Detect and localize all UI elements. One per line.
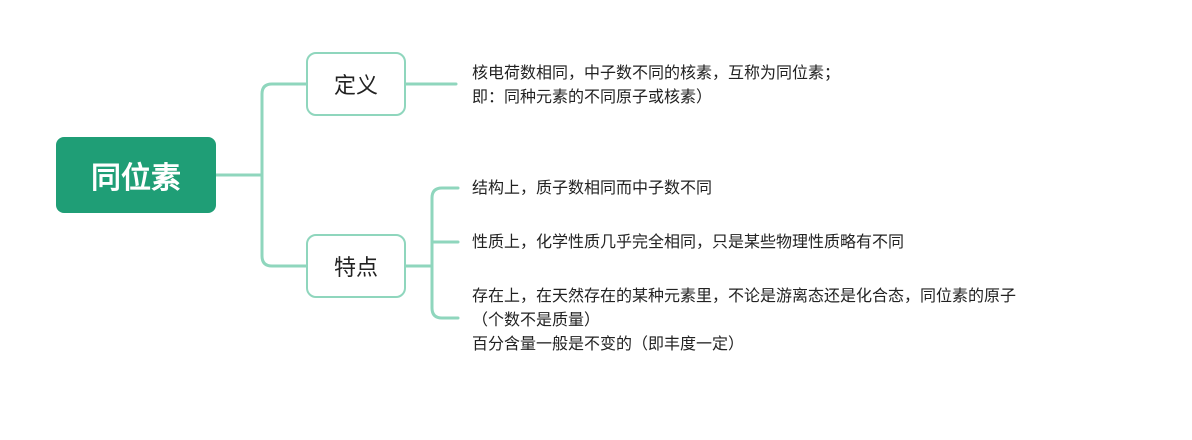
leaf-line: 百分含量一般是不变的（即丰度一定） (472, 334, 745, 353)
root-node: 同位素 (56, 137, 216, 213)
branch-node-features: 特点 (306, 234, 406, 298)
branch-label-features: 特点 (333, 256, 378, 281)
leaf-definition: 核电荷数相同，中子数不同的核素，互称为同位素； 即：同种元素的不同原子或核素） (472, 61, 840, 109)
leaf-line: 即：同种元素的不同原子或核素） (472, 87, 713, 106)
branch-node-definition: 定义 (306, 52, 406, 116)
leaf-line: 核电荷数相同，中子数不同的核素，互称为同位素； (472, 63, 841, 82)
leaf-properties: 性质上，化学性质几乎完全相同，只是某些物理性质略有不同 (472, 230, 904, 254)
root-label: 同位素 (91, 161, 181, 196)
leaf-existence: 存在上，在天然存在的某种元素里，不论是游离态还是化合态，同位素的原子 （个数不是… (472, 284, 1016, 356)
leaf-line: （个数不是质量） (472, 310, 601, 329)
branch-label-definition: 定义 (333, 74, 378, 99)
leaf-line: 存在上，在天然存在的某种元素里，不论是游离态还是化合态，同位素的原子 (472, 286, 1017, 305)
leaf-line: 性质上，化学性质几乎完全相同，只是某些物理性质略有不同 (472, 232, 905, 251)
leaf-structure: 结构上，质子数相同而中子数不同 (472, 176, 712, 200)
leaf-line: 结构上，质子数相同而中子数不同 (472, 178, 713, 197)
